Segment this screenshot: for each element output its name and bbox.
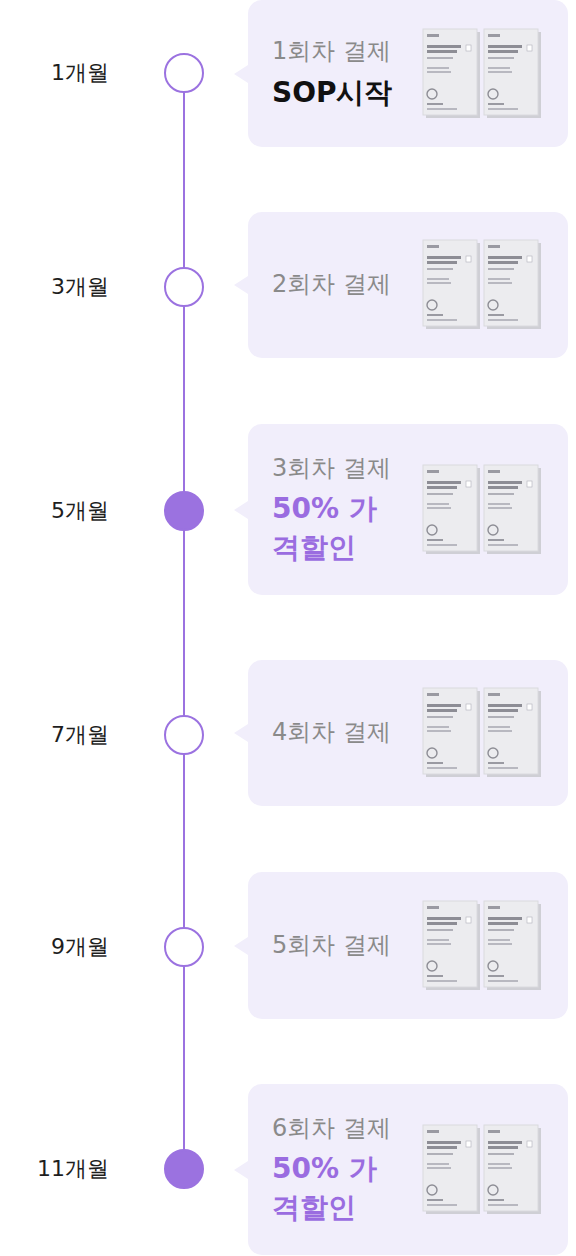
discount-note: 50% 가격할인 — [272, 489, 392, 567]
product-box-pair — [422, 899, 542, 993]
month-label: 9개월 — [51, 932, 109, 962]
payment-round: 5회차 결제 — [272, 929, 398, 963]
milestone-dot: 9개월 — [164, 927, 204, 967]
month-label: 11개월 — [37, 1154, 109, 1184]
timeline-connector — [183, 755, 185, 927]
milestone-dot-filled: 11개월 — [164, 1149, 204, 1189]
product-box — [484, 688, 541, 777]
month-label: 3개월 — [51, 272, 109, 302]
product-box — [423, 901, 480, 990]
product-box — [484, 29, 541, 118]
product-box — [484, 1125, 541, 1214]
payment-round: 6회차 결제 — [272, 1112, 398, 1146]
milestone-dot: 7개월 — [164, 715, 204, 755]
product-box — [423, 465, 480, 554]
start-note: SOP시작 — [272, 73, 398, 112]
month-label: 5개월 — [51, 496, 109, 526]
product-box-pair — [422, 463, 542, 557]
product-box-pair — [422, 1123, 542, 1217]
product-box — [484, 240, 541, 329]
payment-card: 1회차 결제 SOP시작 — [248, 0, 568, 147]
payment-card: 5회차 결제 — [248, 872, 568, 1019]
milestone-dot-filled: 5개월 — [164, 491, 204, 531]
milestone-dot: 1개월 — [164, 53, 204, 93]
timeline-connector — [183, 531, 185, 715]
payment-card: 6회차 결제50% 가격할인 — [248, 1084, 568, 1255]
payment-round: 3회차 결제 — [272, 452, 398, 486]
product-box-pair — [422, 27, 542, 121]
product-box — [423, 1125, 480, 1214]
product-box — [484, 465, 541, 554]
payment-card: 3회차 결제50% 가격할인 — [248, 424, 568, 595]
product-box-pair — [422, 686, 542, 780]
discount-note: 50% 가격할인 — [272, 1149, 392, 1227]
product-box — [423, 29, 480, 118]
timeline-connector — [183, 307, 185, 491]
product-box — [423, 688, 480, 777]
payment-card: 4회차 결제 — [248, 660, 568, 806]
product-box — [423, 240, 480, 329]
timeline-connector — [183, 93, 185, 267]
product-box — [484, 901, 541, 990]
payment-round: 2회차 결제 — [272, 268, 398, 302]
month-label: 1개월 — [51, 58, 109, 88]
payment-round: 4회차 결제 — [272, 716, 398, 750]
payment-round: 1회차 결제 — [272, 35, 398, 69]
timeline-connector — [183, 967, 185, 1149]
milestone-dot: 3개월 — [164, 267, 204, 307]
month-label: 7개월 — [51, 720, 109, 750]
payment-card: 2회차 결제 — [248, 212, 568, 358]
product-box-pair — [422, 238, 542, 332]
